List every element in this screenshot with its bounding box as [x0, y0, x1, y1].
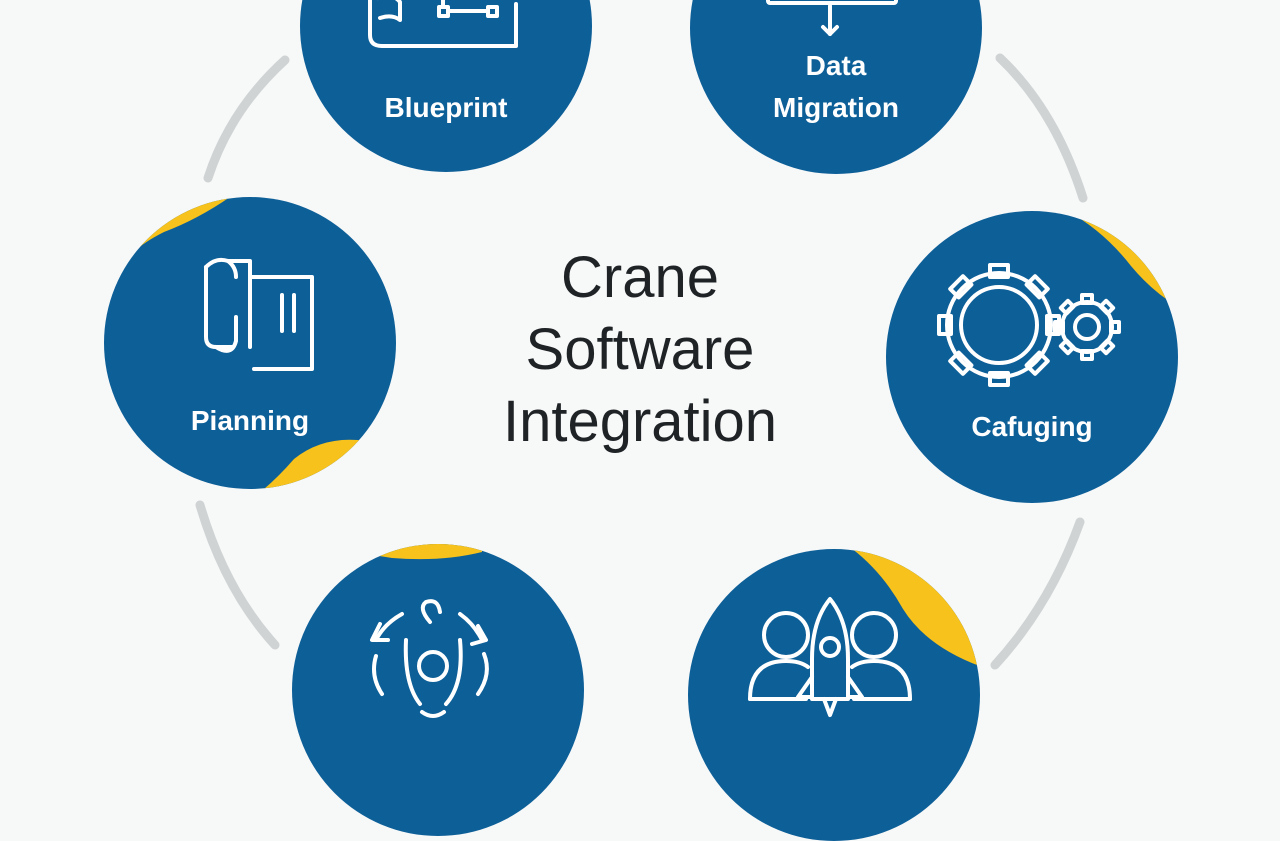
cycle-ring [195, 53, 1088, 670]
diagram-title: Crane Software Integration [440, 242, 840, 458]
node-bottom-right[interactable] [688, 549, 980, 841]
node-blueprint[interactable]: Blueprint [300, 0, 592, 172]
ring-arc-bottom-right [990, 517, 1085, 670]
title-line-1: Crane [561, 245, 719, 310]
title-line-3: Integration [502, 389, 778, 454]
process-cycle-icon [370, 599, 489, 718]
node-configuring[interactable]: Cafuging [886, 211, 1178, 503]
node-blueprint-label: Blueprint [384, 92, 508, 123]
diagram: Blueprint Data Migration [104, 0, 1178, 841]
ring-arc-top-left [203, 55, 290, 183]
node-planning[interactable]: Pianning [104, 197, 396, 489]
ring-arc-top-right [995, 53, 1088, 203]
node-planning-label: Pianning [190, 405, 310, 436]
gears-icon [937, 263, 1121, 387]
node-configuring-label: Cafuging [971, 411, 1093, 442]
planning-document-icon [204, 257, 314, 371]
title-line-2: Software [525, 317, 755, 382]
team-launch-icon [748, 597, 912, 717]
blueprint-icon [368, 0, 518, 48]
node-data-migration-line1: Data [805, 50, 867, 81]
accent-swoosh [362, 544, 482, 560]
ring-arc-bottom-left [195, 500, 280, 650]
node-data-migration-circle [690, 0, 982, 174]
data-migration-icon [766, 0, 898, 36]
node-data-migration[interactable]: Data Migration [690, 0, 982, 174]
node-data-migration-line2: Migration [773, 92, 899, 123]
node-configuring-circle [886, 211, 1178, 503]
node-bottom-left[interactable] [292, 544, 584, 836]
